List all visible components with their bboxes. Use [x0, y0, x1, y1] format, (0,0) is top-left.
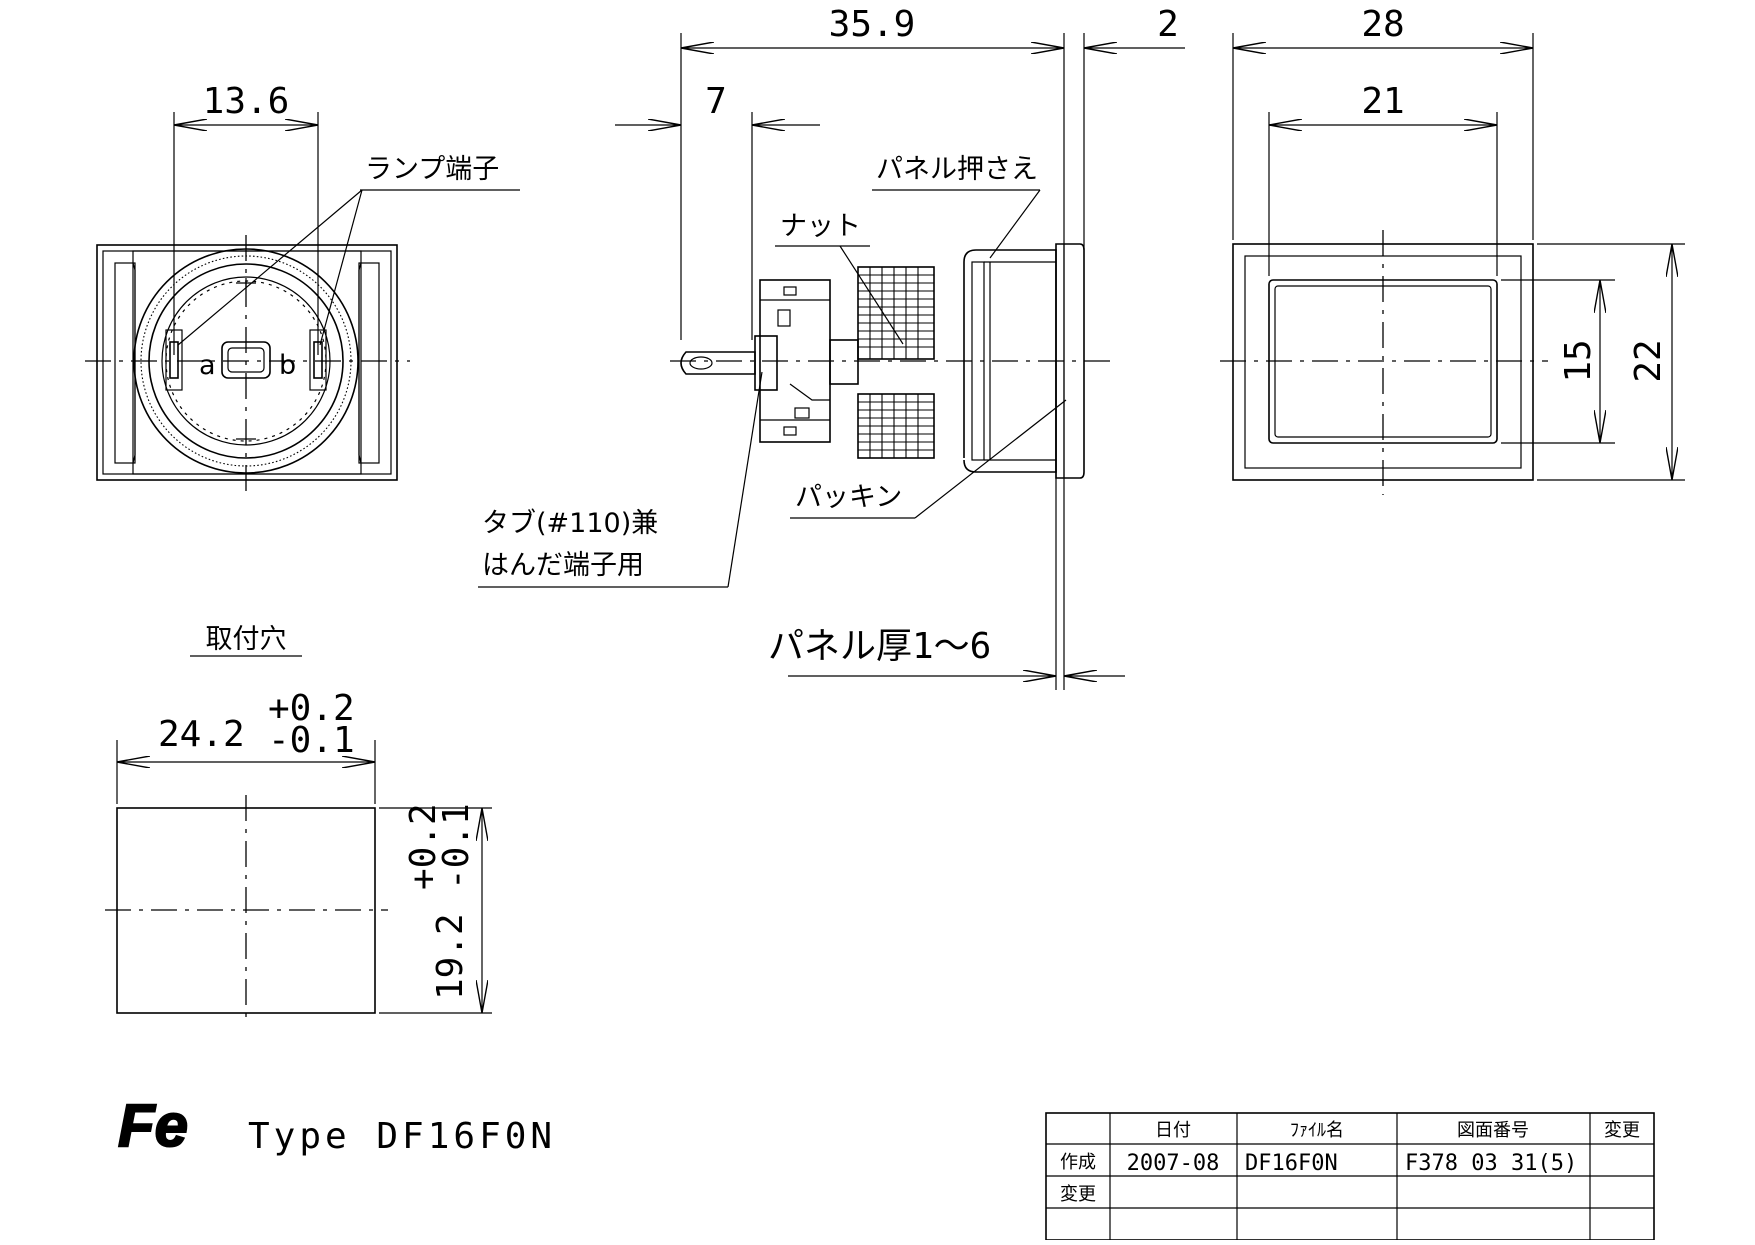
row-created-number: F378 03 31(5) [1405, 1151, 1577, 1176]
dim-outer-width: 28 [1361, 4, 1404, 45]
th-number: 図面番号 [1457, 1120, 1529, 1141]
hole-width-nominal: 24.2 [158, 714, 245, 755]
bezel [1055, 243, 1085, 479]
row-created-file: DF16F0N [1245, 1151, 1338, 1176]
nut-upper [857, 266, 935, 360]
th-change: 変更 [1604, 1120, 1640, 1141]
rear-view: 28 21 15 22 [1220, 4, 1685, 495]
terminal-a-label: a [199, 350, 216, 381]
hole-height-nominal: 19.2 [430, 913, 471, 1000]
packing-label: パッキン [795, 482, 902, 513]
hole-width-tol-minus: -0.1 [268, 720, 355, 761]
type-label: Type DF16F0N [248, 1116, 556, 1157]
row-created-label: 作成 [1060, 1152, 1096, 1173]
tab-label-line1: タブ(#110)兼 [482, 508, 658, 539]
hole-height-tol-plus: +0.2 [403, 803, 444, 890]
row-changed-label: 変更 [1060, 1184, 1096, 1205]
tab-label-line2: はんだ端子用 [482, 550, 644, 581]
dim-lamp-spacing: 13.6 [203, 81, 290, 122]
front-view: a b 13.6 ランプ端子 [85, 81, 520, 492]
brand-area: Fe Type DF16F0N [117, 1091, 556, 1160]
dim-tab: 7 [705, 81, 727, 122]
hole-height-tol-minus: -0.1 [436, 803, 477, 890]
front-outer-frame [96, 244, 398, 481]
dim-inner-width: 21 [1361, 81, 1404, 122]
mounting-hole-title: 取付穴 [206, 624, 287, 655]
panel-thickness-label: パネル厚1～6 [768, 626, 991, 667]
dim-bezel: 2 [1157, 4, 1179, 45]
th-file: ﾌｧｲﾙ名 [1290, 1120, 1344, 1141]
fe-logo: Fe [118, 1092, 188, 1159]
th-date: 日付 [1155, 1120, 1191, 1141]
panel-retainer-label: パネル押さえ [876, 154, 1038, 185]
mounting-hole-view: 取付穴 24.2 +0.2 -0.1 19.2 +0.2 -0.1 [105, 624, 492, 1025]
hole-width-tol-plus: +0.2 [268, 688, 355, 729]
dim-outer-height: 22 [1628, 339, 1669, 382]
lamp-terminal-label: ランプ端子 [365, 154, 499, 185]
row-created-date: 2007-08 [1127, 1151, 1220, 1176]
side-view: 35.9 2 7 [478, 4, 1185, 690]
dim-inner-height: 15 [1558, 339, 1599, 382]
solder-tab [680, 351, 756, 375]
nut-label: ナット [780, 211, 861, 242]
terminal-b-label: b [279, 350, 296, 381]
dim-total-length: 35.9 [829, 4, 916, 45]
title-block: 日付 ﾌｧｲﾙ名 図面番号 変更 作成 2007-08 DF16F0N F378… [1045, 1112, 1655, 1241]
